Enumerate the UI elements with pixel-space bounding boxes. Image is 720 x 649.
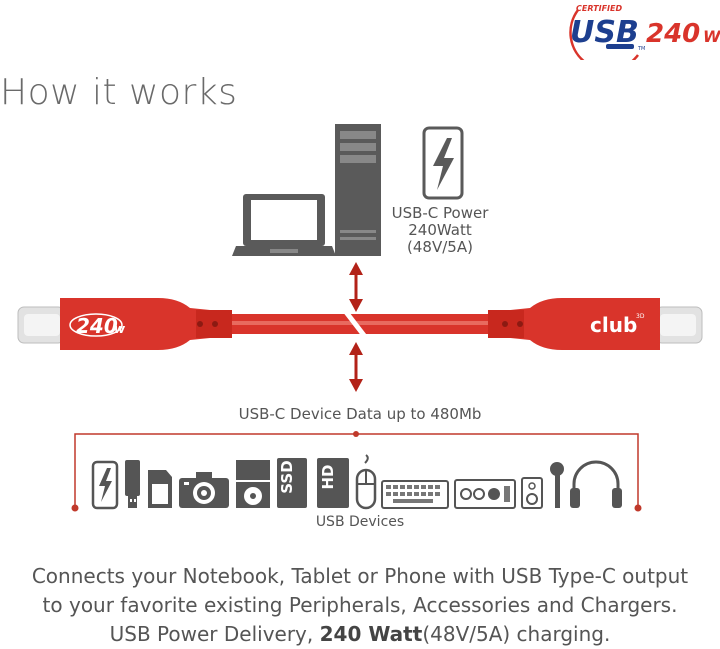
cable-240w-badge: 240 w xyxy=(69,313,126,338)
laptop-icon xyxy=(232,194,336,256)
data-arrow-icon xyxy=(349,342,363,392)
mouse-icon xyxy=(355,454,377,510)
logo-tm-text: TM xyxy=(637,46,645,52)
logo-unit-text: W xyxy=(703,27,720,46)
cable-brand-text: club xyxy=(590,313,637,337)
optical-drive-icon xyxy=(236,460,270,508)
camera-icon xyxy=(179,472,229,508)
ssd-icon: SSD xyxy=(277,458,307,508)
description: Connects your Notebook, Tablet or Phone … xyxy=(0,562,720,649)
cable-brand-sup: 3D xyxy=(636,313,645,320)
hd-label: HD xyxy=(319,464,337,489)
power-arrow-icon xyxy=(349,262,363,312)
badge-value: 240 xyxy=(76,314,118,338)
power-label-line1: USB-C Power xyxy=(391,204,489,222)
power-lightning-icon xyxy=(422,126,464,200)
usb-certified-logo: CERTIFIED USB 240 W TM xyxy=(569,4,720,60)
badge-unit: w xyxy=(114,322,126,336)
description-line3-prefix: USB Power Delivery, xyxy=(109,622,320,646)
device-bracket xyxy=(71,431,642,512)
lightning-icon xyxy=(91,460,119,510)
headphones-icon xyxy=(570,460,622,508)
ssd-label: SSD xyxy=(278,460,296,493)
power-label-line2: 240Watt xyxy=(408,221,472,239)
hdd-icon: HD xyxy=(317,458,349,508)
description-line3-suffix: (48V/5A) charging. xyxy=(422,622,611,646)
desktop-tower-icon xyxy=(335,124,381,256)
keyboard-icon xyxy=(381,480,449,509)
microphone-icon xyxy=(550,462,564,508)
usb-devices-label: USB Devices xyxy=(315,514,405,530)
page-title: How it works xyxy=(0,72,238,113)
power-label: USB-C Power 240Watt (48V/5A) xyxy=(388,205,492,256)
logo-certified-text: CERTIFIED xyxy=(576,4,622,13)
description-line3-bold: 240 Watt xyxy=(319,622,423,646)
club3d-cable-logo: club 3D xyxy=(590,313,645,337)
power-label-line3: (48V/5A) xyxy=(407,238,473,256)
description-line1: Connects your Notebook, Tablet or Phone … xyxy=(31,564,689,588)
usb-stick-icon xyxy=(125,460,140,508)
sd-card-icon xyxy=(148,470,172,508)
data-label: USB-C Device Data up to 480Mb xyxy=(238,405,482,423)
usb-c-cable xyxy=(17,298,703,350)
description-line3: USB Power Delivery, 240 Watt(48V/5A) cha… xyxy=(0,620,720,649)
speaker-icon xyxy=(521,477,543,509)
audio-interface-icon xyxy=(454,479,516,509)
logo-power-text: 240 xyxy=(646,19,700,49)
description-line2: to your favorite existing Peripherals, A… xyxy=(42,593,678,617)
